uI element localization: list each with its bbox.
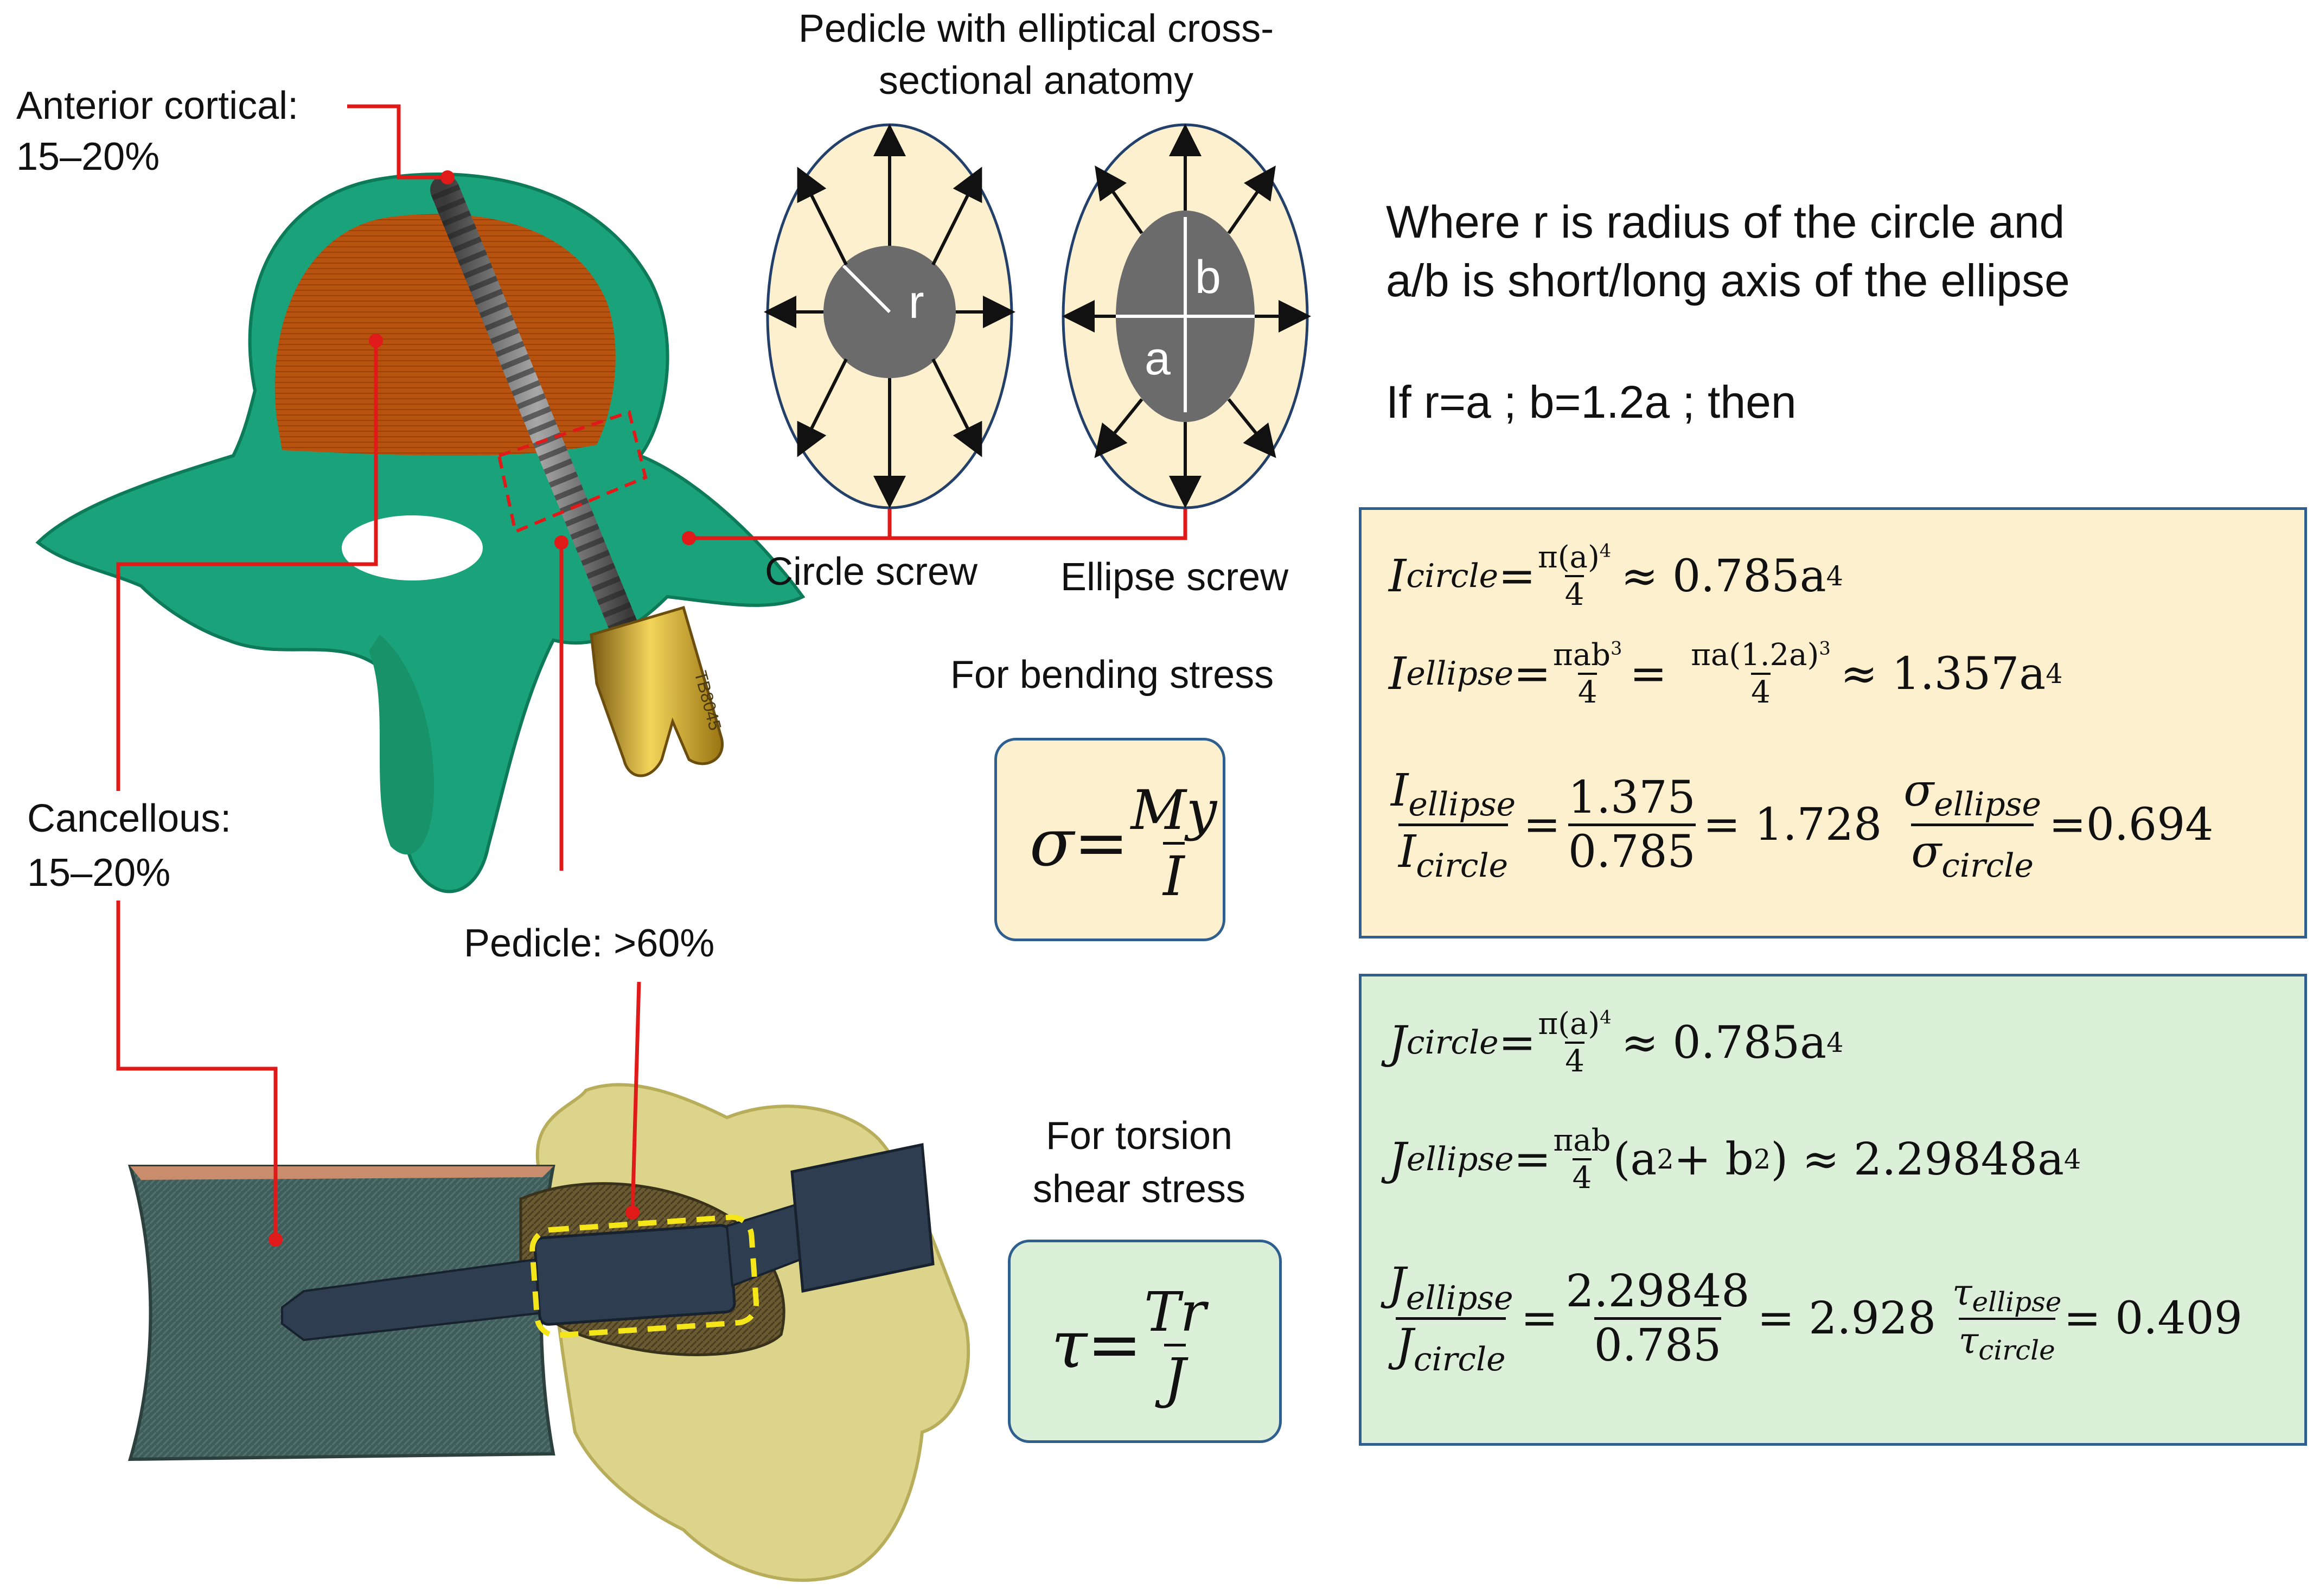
pedicle-label: Pedicle: >60%: [464, 922, 715, 965]
torsion-eq-3: Jellipse Jcircle = 2.29848 0.785 = 2.928…: [1388, 1259, 2242, 1378]
where-line1: Where r is radius of the circle and: [1386, 196, 2065, 247]
vertebra-lateral-view: [127, 1083, 970, 1582]
circle-screw-label: Circle screw: [765, 550, 978, 593]
where-line2: a/b is short/long axis of the ellipse: [1386, 255, 2070, 306]
torsion-lhs: τ: [1051, 1307, 1088, 1383]
screw-tulip-head: [590, 605, 724, 777]
bending-denominator: I: [1163, 842, 1185, 908]
pedicle-title-line1: Pedicle with elliptical cross-: [798, 7, 1274, 50]
torsion-numerator: Tr: [1143, 1280, 1206, 1344]
circle-screw-section: [764, 123, 1015, 509]
torsion-formula-box: τ = Tr J: [1008, 1240, 1282, 1443]
bending-title: For bending stress: [950, 653, 1274, 697]
torsion-denominator: J: [1164, 1344, 1186, 1410]
bending-lhs: σ: [1030, 806, 1074, 881]
ellipse-b-label: b: [1195, 251, 1221, 303]
pedicle-dashed-box: [497, 410, 648, 534]
screw-lateral-body: [533, 1224, 736, 1326]
cancellous-label: Cancellous:: [27, 797, 232, 840]
torsion-title-line1: For torsion: [1045, 1114, 1233, 1158]
pedicle-yellow-dashed-box: [529, 1214, 759, 1338]
anterior-cortical-label: Anterior cortical:: [16, 84, 299, 127]
leader-dots: [269, 170, 696, 1247]
cancellous-pct: 15–20%: [27, 851, 171, 895]
bending-numerator: My: [1130, 778, 1217, 842]
ellipse-screw-label: Ellipse screw: [1060, 556, 1289, 599]
bending-eq-3: Iellipse Icircle = 1.375 0.785 = 1.728 σ…: [1391, 765, 2214, 885]
endplate-top: [130, 1166, 553, 1180]
circle-radius-label: r: [909, 276, 924, 328]
cancellous-region: [274, 214, 616, 456]
anterior-cortical-pct: 15–20%: [16, 135, 160, 178]
bending-formula-box: σ = My I: [994, 738, 1225, 941]
spinous-process: [369, 635, 434, 855]
leader-lines: [116, 104, 1187, 1240]
ellipse-a-label: a: [1145, 333, 1171, 385]
ellipse-screw-section: [1062, 123, 1311, 509]
screw-lateral-head: [790, 1142, 935, 1293]
pedicle-title-line2: sectional anatomy: [878, 59, 1194, 103]
if-line: If r=a ; b=1.2a ; then: [1386, 376, 1797, 427]
torsion-title-line2: shear stress: [1032, 1167, 1246, 1211]
vertebral-foramen: [342, 515, 483, 580]
